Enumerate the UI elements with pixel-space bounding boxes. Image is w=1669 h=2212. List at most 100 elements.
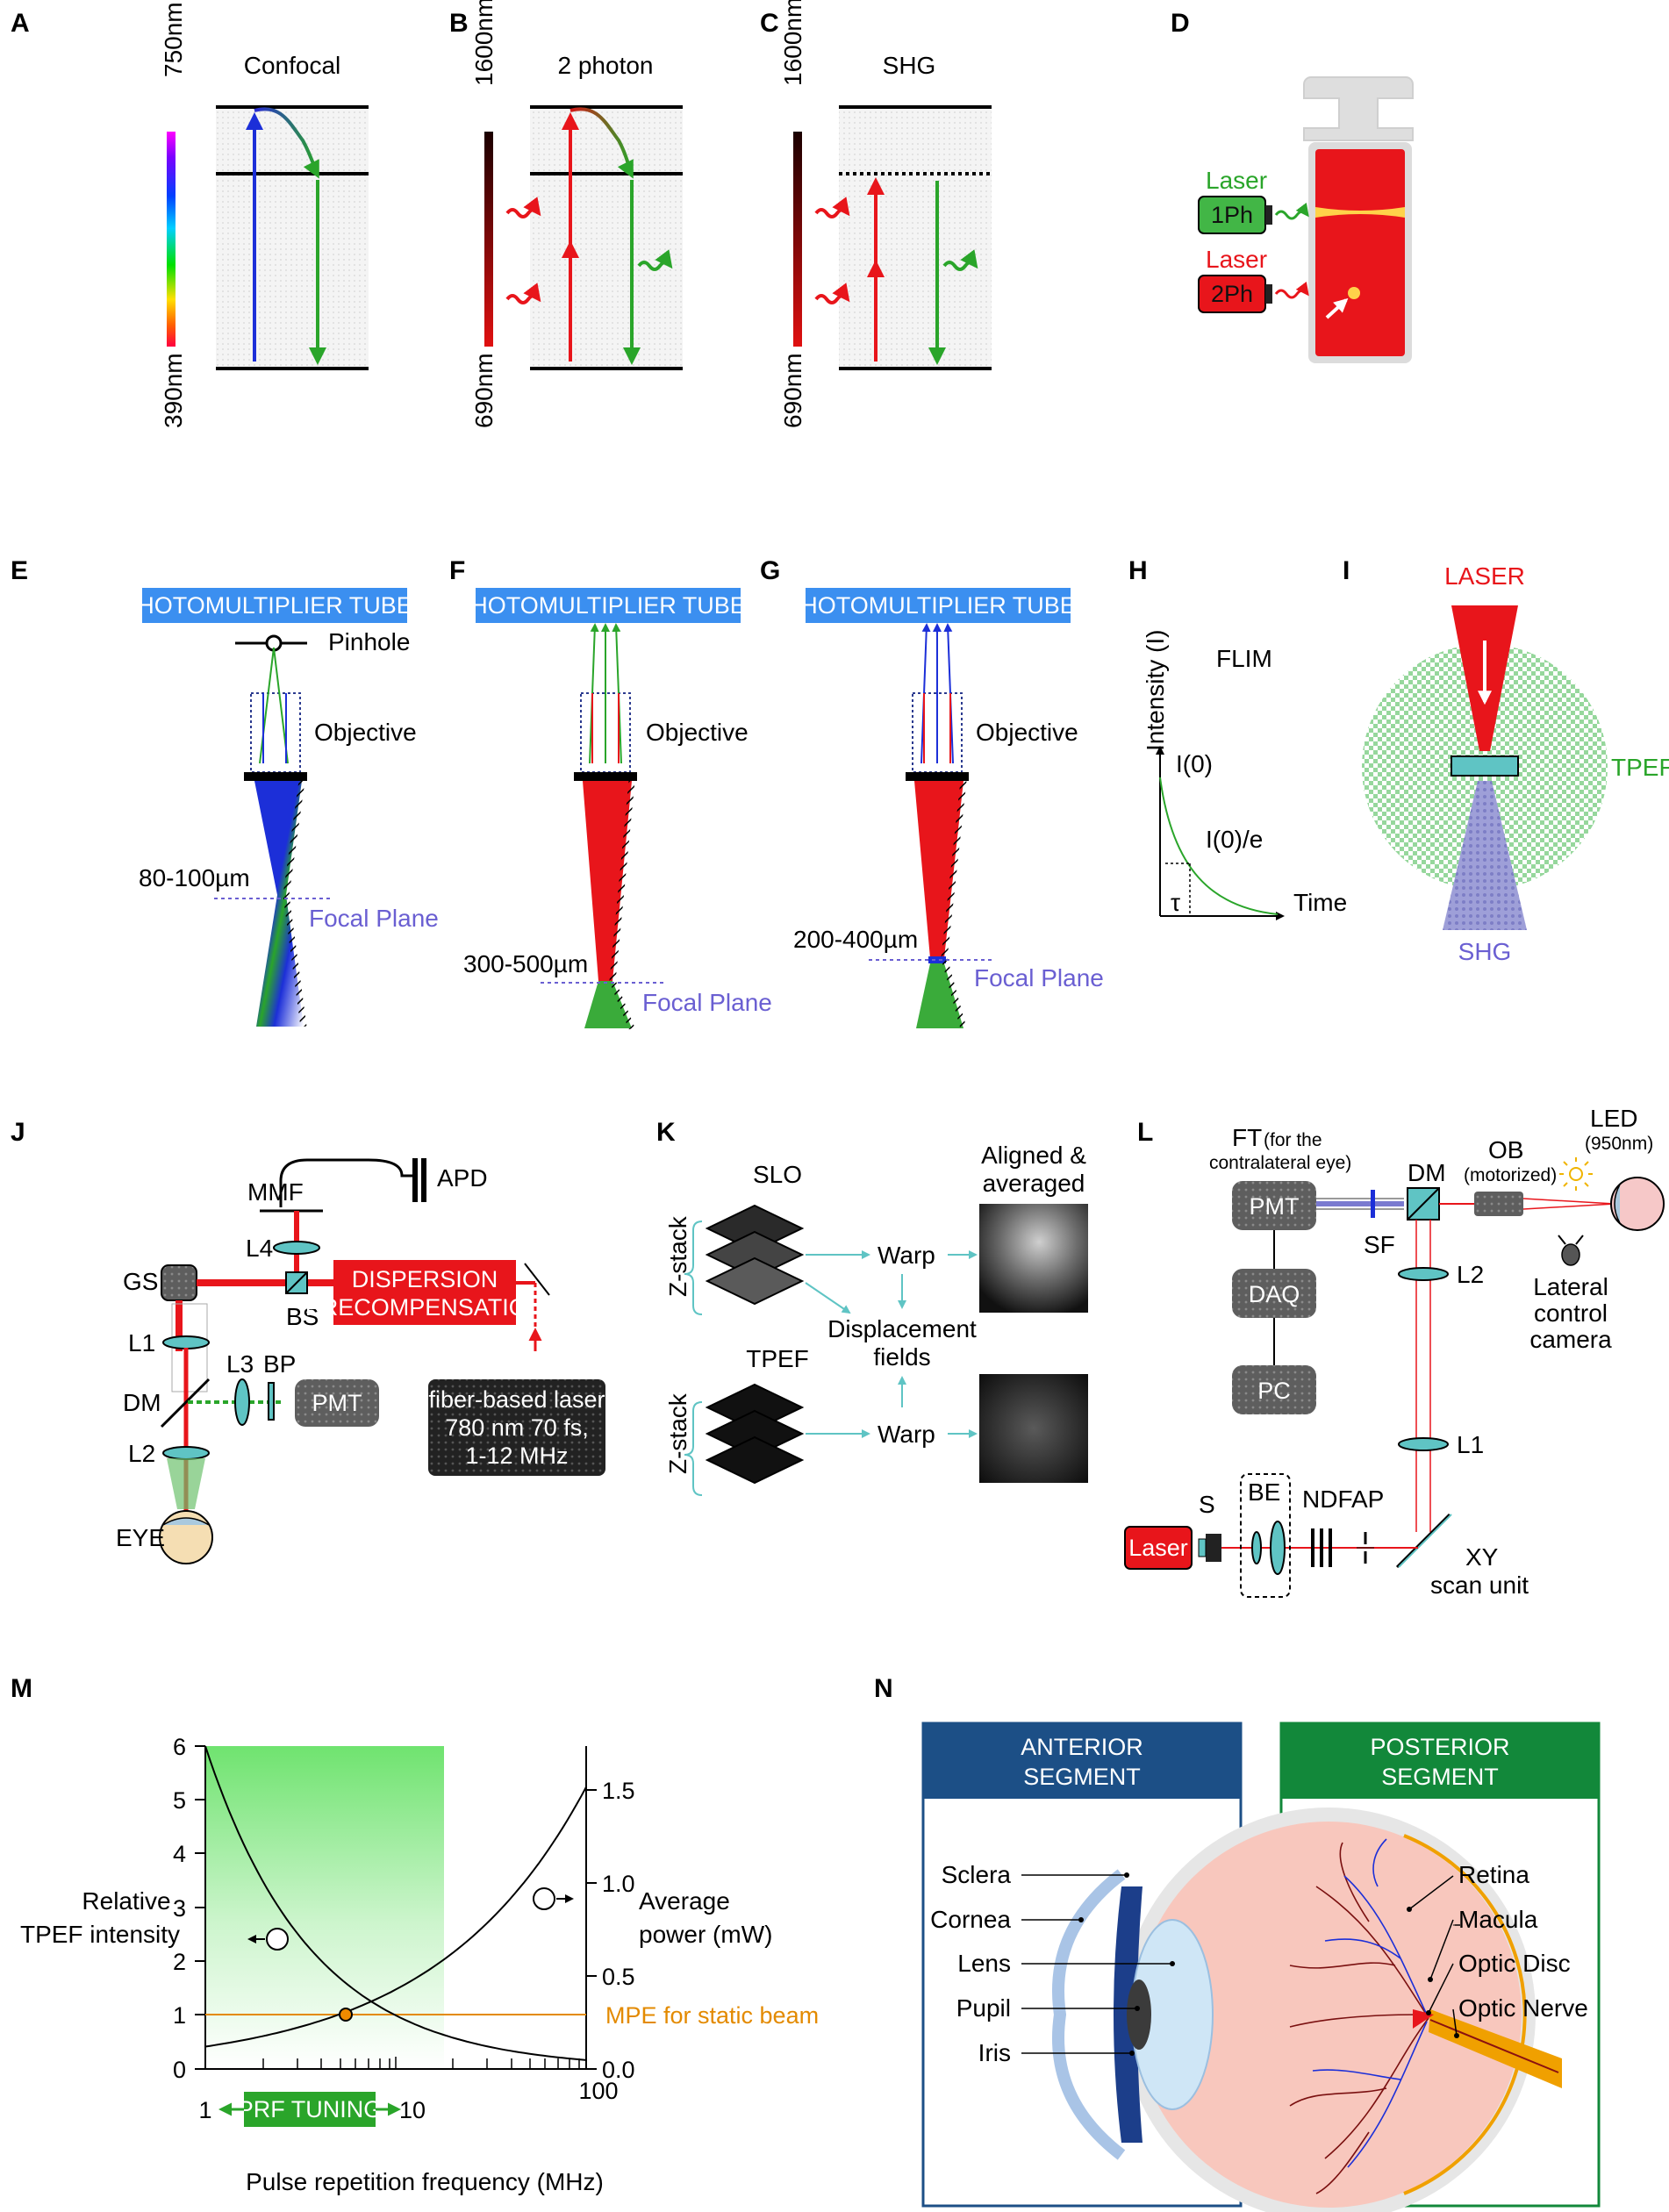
macula-label: Macula	[1458, 1906, 1538, 1933]
shutter	[1206, 1534, 1221, 1562]
eye-cornea	[1614, 1184, 1621, 1224]
ndf-filter	[1320, 1528, 1323, 1567]
pmt-header	[476, 588, 741, 623]
be-outline	[1240, 1473, 1291, 1598]
tissue-hatch	[941, 780, 967, 1029]
pmt-label: PMT	[312, 1390, 362, 1416]
tissue-hatch	[609, 780, 635, 1030]
x-tick-100: 100	[578, 2078, 618, 2104]
laser1-nozzle	[1265, 205, 1272, 225]
posterior-callouts	[1407, 1875, 1460, 2038]
panel-c-title: SHG	[883, 52, 936, 79]
average-power-curve	[204, 1786, 587, 2048]
xy-line1: XY	[1465, 1543, 1499, 1571]
beam-splitter-diag	[285, 1271, 308, 1294]
z-stack-label: Z-stack	[664, 1392, 691, 1474]
dm-label: DM	[123, 1389, 161, 1416]
be-lens	[1270, 1521, 1286, 1575]
depth-label: 80-100µm	[139, 864, 250, 891]
warp-label-bottom: Warp	[877, 1421, 935, 1448]
photon-wave-icon	[814, 283, 850, 304]
panel-letter-e: E	[11, 556, 28, 585]
spectrum-bar	[484, 132, 493, 347]
iris-label: Iris	[978, 2039, 1011, 2066]
bp-filter	[268, 1382, 275, 1421]
right-tick-label: 0.5	[602, 1964, 635, 1990]
l2-lens	[162, 1446, 210, 1460]
aligned-line2: averaged	[983, 1170, 1085, 1197]
emission-wave-icon	[637, 249, 673, 271]
laser-line2: 780 nm 70 fs,	[445, 1414, 589, 1441]
panel-letter-k: K	[656, 1118, 676, 1147]
apd-plate	[412, 1158, 418, 1202]
slo-frame	[705, 1256, 805, 1306]
ft-note2: contralateral eye)	[1209, 1153, 1351, 1173]
optic-disc-label: Optic Disc	[1458, 1950, 1571, 1977]
ft-note: (for the	[1264, 1130, 1322, 1150]
top-wavelength-label: 1600nm	[470, 0, 498, 86]
led-icon	[1569, 1167, 1583, 1181]
depth-label: 200-400µm	[793, 926, 918, 953]
panel-f-2photon-beam: PHOTOMULTIPLIER TUBES Objective 300-500µ…	[455, 588, 772, 1030]
z-stack-brace	[684, 1221, 703, 1315]
apd-plate	[421, 1158, 426, 1202]
laser-label: LASER	[1444, 562, 1525, 590]
camera-icon	[1561, 1243, 1580, 1266]
laser2-nozzle	[1265, 284, 1272, 304]
pupil-icon	[1127, 1979, 1151, 2050]
energy-diagram-bg	[839, 107, 992, 369]
laser2-mode: 2Ph	[1211, 281, 1253, 307]
l1-lens	[162, 1335, 210, 1349]
panel-d-cuvette: Laser 1Ph Laser 2Ph	[1198, 76, 1414, 363]
objective-label: Objective	[976, 719, 1078, 746]
l4-label: L4	[246, 1235, 273, 1262]
x-minor-ticks	[262, 2057, 580, 2069]
bottom-wavelength-label: 390nm	[160, 353, 187, 428]
panel-a-title: Confocal	[244, 52, 341, 79]
lens-label: Lens	[957, 1950, 1011, 1977]
l4-lens	[273, 1241, 320, 1255]
lateral-line2: control	[1534, 1299, 1608, 1327]
ndf-filter	[1329, 1528, 1332, 1567]
laser2-label: Laser	[1206, 246, 1267, 273]
spectrum-bar	[167, 132, 175, 347]
apd-label: APD	[437, 1164, 488, 1192]
lateral-line1: Lateral	[1533, 1273, 1608, 1300]
laser-box	[1124, 1526, 1193, 1570]
to-eye-beam	[1522, 1198, 1615, 1205]
bs-label: BS	[286, 1303, 319, 1330]
panel-letter-m: M	[11, 1674, 32, 1703]
energy-diagram-bg	[530, 107, 683, 369]
panel-letter-j: J	[11, 1118, 25, 1147]
ft-label: FT	[1232, 1124, 1262, 1151]
panel-g-shg-beam: PHOTOMULTIPLIER TUBES Objective 200-400µ…	[784, 588, 1104, 1029]
objective-lens	[906, 772, 969, 781]
shutter-face	[1198, 1538, 1207, 1557]
panel-b-2photon: 1600nm 690nm 2 photon	[470, 0, 683, 428]
pmt-box	[295, 1379, 379, 1427]
posterior-header	[1281, 1723, 1599, 1799]
tpef-frame	[705, 1435, 805, 1485]
warp-label-top: Warp	[877, 1242, 935, 1269]
bp-label: BP	[263, 1350, 296, 1378]
focus-pointer-arrow	[1325, 297, 1349, 319]
daq-label: DAQ	[1249, 1281, 1300, 1307]
bottom-wavelength-label: 690nm	[470, 353, 498, 428]
i0-label: I(0)	[1176, 750, 1213, 777]
pc-box	[1232, 1365, 1316, 1414]
retina-layer	[1403, 1834, 1527, 2195]
l1-label: L1	[1457, 1431, 1484, 1458]
panel-letter-c: C	[760, 9, 779, 38]
be-lens	[1251, 1531, 1262, 1564]
panel-m-prf: 0 1 2 3 4 5 6 0.0 0.5 1.0 1.5	[20, 1734, 819, 2195]
dm-diag	[1407, 1187, 1440, 1221]
posterior-line1: POSTERIOR	[1370, 1734, 1509, 1760]
decay-curve	[1159, 777, 1279, 915]
laser-line3: 1-12 MHz	[465, 1442, 568, 1469]
led-note: (950nm)	[1585, 1134, 1653, 1154]
slo-label: SLO	[753, 1161, 802, 1188]
right-axis-line1: Average	[639, 1887, 730, 1915]
cuvette-cap-icon	[1303, 76, 1414, 141]
right-ticks: 0.0 0.5 1.0 1.5	[586, 1778, 635, 2083]
relaxation-arrow	[254, 107, 319, 179]
